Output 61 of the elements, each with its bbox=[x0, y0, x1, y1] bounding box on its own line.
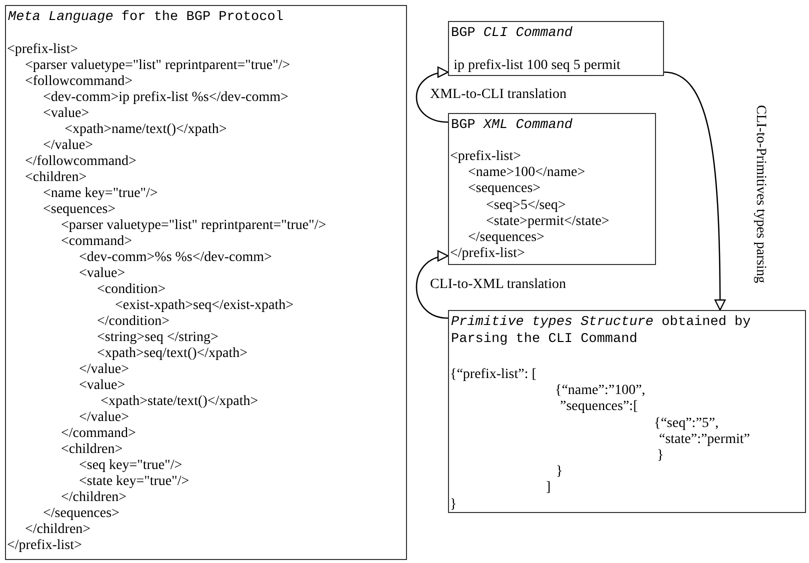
panel-heading: Primitive types Structure obtained by Parsing the CLI Command bbox=[451, 314, 752, 348]
code-line: </sequences> bbox=[468, 230, 544, 246]
code-line: <xpath>state/text()</xpath> bbox=[100, 394, 258, 410]
code-line: </children> bbox=[61, 490, 127, 506]
code-line: } bbox=[556, 464, 563, 480]
code-line: ”sequences”:[ bbox=[560, 399, 638, 416]
curved-arrow bbox=[416, 68, 449, 123]
code-line: {“prefix-list”: [ bbox=[450, 367, 536, 383]
code-line: <string>seq </string> bbox=[97, 330, 218, 346]
code-line: </value> bbox=[79, 362, 129, 378]
code-line: <children> bbox=[25, 170, 87, 186]
code-line: } bbox=[657, 448, 664, 464]
code-line: </condition> bbox=[97, 314, 170, 330]
code-line: </prefix-list> bbox=[7, 538, 82, 554]
code-line: <parser valuetype="list" reprintparent="true"/> bbox=[25, 58, 290, 74]
code-line: </followcommand> bbox=[25, 154, 136, 170]
code-line: </children> bbox=[25, 522, 91, 538]
code-line: ip prefix-list 100 seq 5 permit bbox=[454, 58, 620, 74]
panel-heading: BGP XML Command bbox=[451, 117, 574, 134]
code-line: } bbox=[450, 496, 457, 513]
code-line: <parser valuetype="list" reprintparent="true"/> bbox=[61, 218, 326, 234]
code-line: {“seq”:”5”, bbox=[654, 416, 719, 432]
code-line: <prefix-list> bbox=[450, 149, 521, 165]
code-line: <exist-xpath>seq</exist-xpath> bbox=[115, 298, 294, 314]
code-line: </value> bbox=[79, 410, 129, 426]
code-line: <name key="true"/> bbox=[43, 186, 158, 202]
code-line: <seq key="true"/> bbox=[79, 458, 182, 474]
code-line: <dev-comm>ip prefix-list %s</dev-comm> bbox=[43, 90, 288, 106]
curved-arrow bbox=[416, 252, 449, 319]
code-line: <value> bbox=[43, 106, 90, 122]
code-line: <condition> bbox=[97, 282, 166, 298]
panel-heading: BGP CLI Command bbox=[451, 25, 574, 42]
code-panel bbox=[448, 310, 806, 513]
code-line: <seq>5</seq> bbox=[486, 198, 566, 214]
curved-arrow bbox=[664, 72, 726, 311]
code-line: <dev-comm>%s %s</dev-comm> bbox=[79, 250, 272, 266]
code-line: </sequences> bbox=[43, 506, 120, 522]
code-line: <command> bbox=[61, 234, 132, 250]
code-line: <value> bbox=[79, 378, 126, 394]
code-line: ] bbox=[546, 480, 551, 496]
code-line: {“name”:”100”, bbox=[555, 383, 646, 400]
code-line: </value> bbox=[43, 138, 93, 154]
code-line: <state key="true"/> bbox=[79, 474, 190, 490]
code-line: <sequences> bbox=[43, 202, 116, 218]
panel-heading: Meta Language for the BGP Protocol bbox=[8, 9, 284, 26]
code-line: <children> bbox=[61, 442, 123, 458]
code-panel bbox=[448, 21, 664, 76]
code-line: <sequences> bbox=[468, 181, 541, 198]
code-line: </prefix-list> bbox=[450, 246, 525, 262]
code-line: <prefix-list> bbox=[7, 42, 78, 58]
edge-label: CLI-to-Primitives types parsing bbox=[752, 105, 768, 284]
code-panel bbox=[448, 113, 656, 265]
code-line: <value> bbox=[79, 266, 126, 282]
code-line: <followcommand> bbox=[25, 74, 133, 90]
code-panel bbox=[5, 5, 407, 560]
code-line: “state”:”permit” bbox=[659, 432, 750, 448]
code-line: <state>permit</state> bbox=[486, 214, 610, 230]
code-line: <xpath>name/text()</xpath> bbox=[64, 122, 227, 138]
code-line: <name>100</name> bbox=[468, 165, 586, 182]
code-line: </command> bbox=[61, 426, 136, 442]
code-line: <xpath>seq/text()</xpath> bbox=[97, 346, 248, 362]
